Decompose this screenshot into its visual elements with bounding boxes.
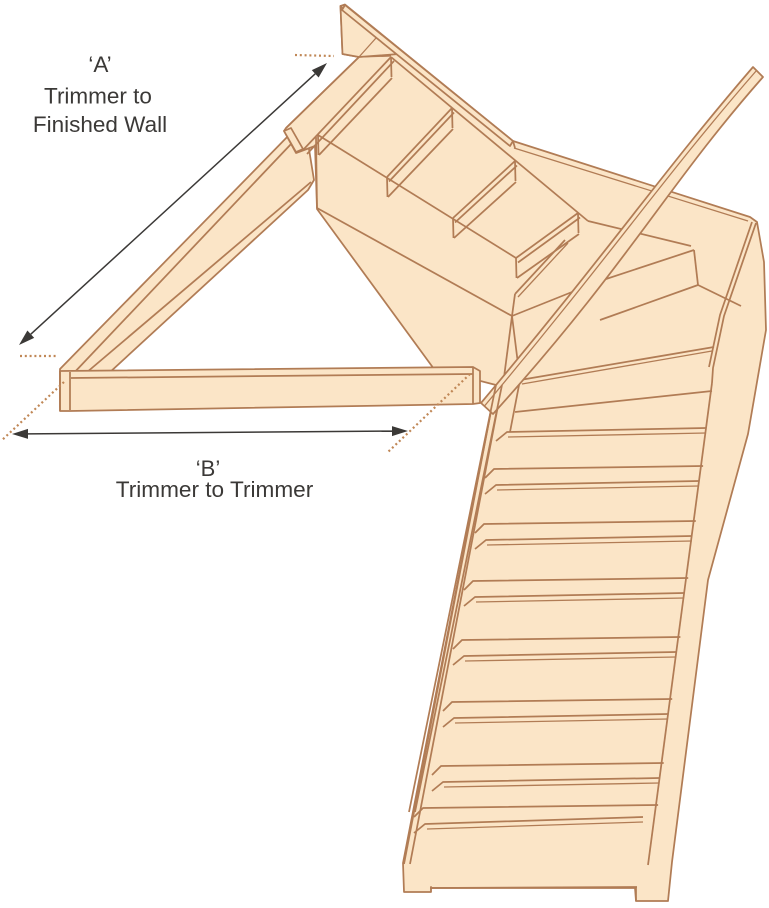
svg-text:Trimmer to Trimmer: Trimmer to Trimmer [116,477,314,502]
svg-text:Trimmer to: Trimmer to [44,84,152,109]
svg-text:‘A’: ‘A’ [88,52,111,77]
svg-text:‘B’: ‘B’ [196,456,220,481]
svg-text:Finished Wall: Finished Wall [33,112,167,137]
